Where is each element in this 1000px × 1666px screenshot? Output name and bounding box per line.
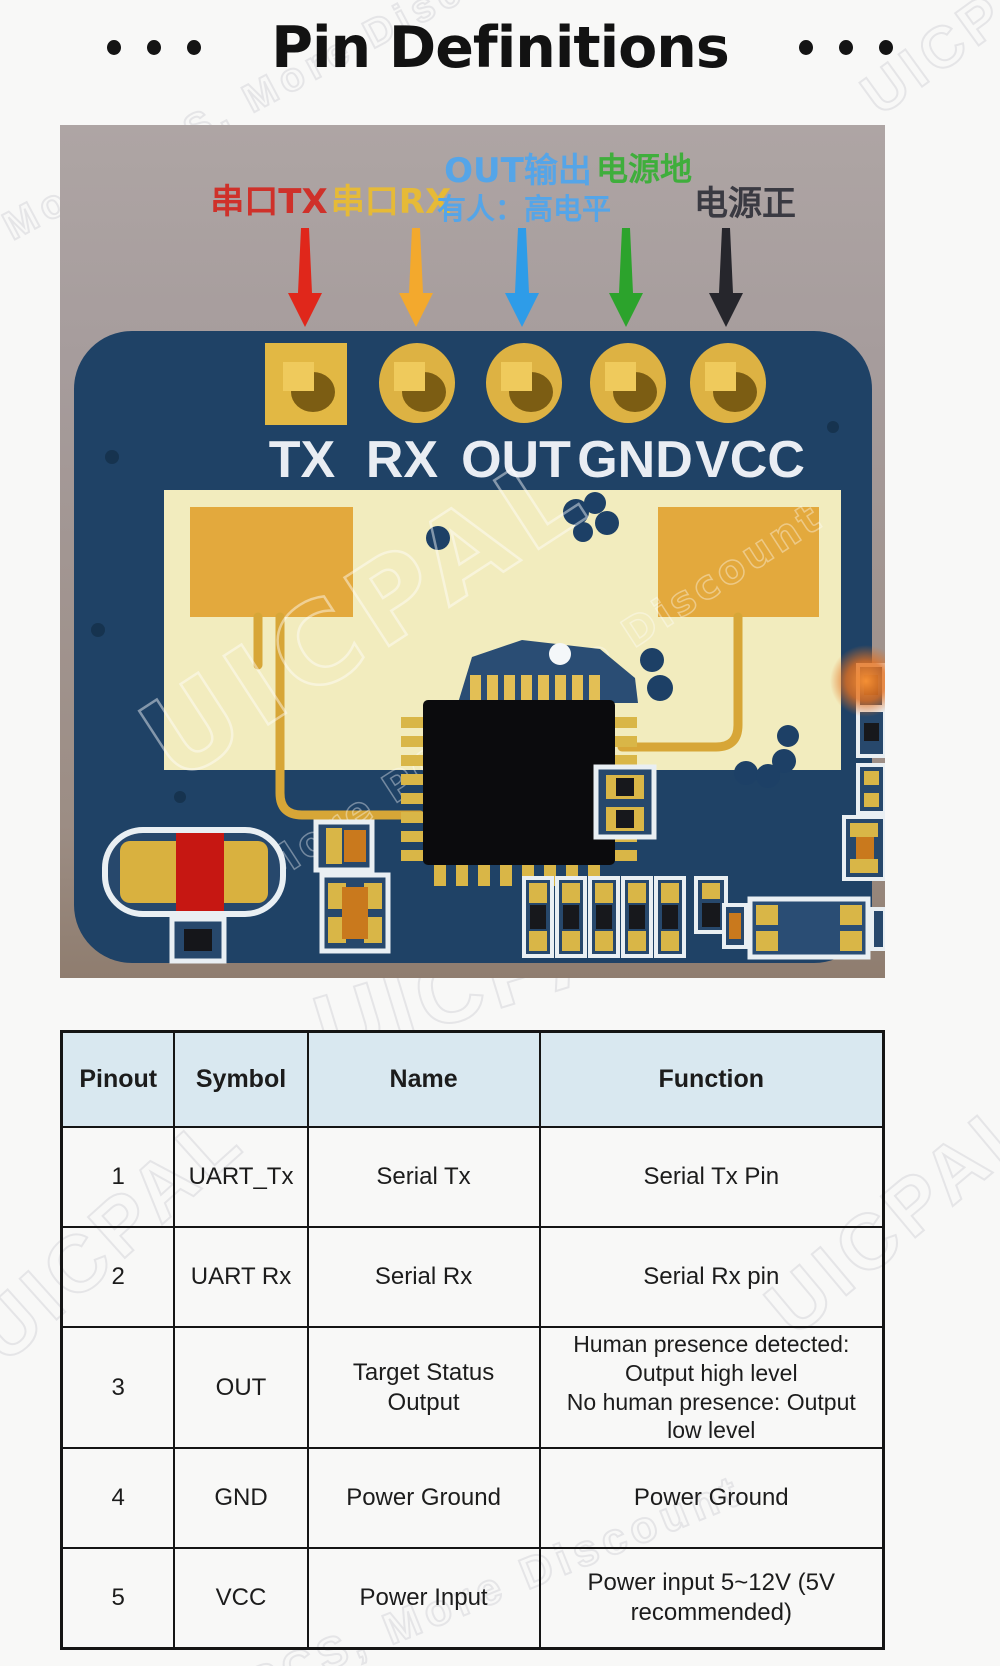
table-row: 4 GND Power Ground Power Ground — [60, 1447, 885, 1549]
annotation-serial-rx: 串口RX — [331, 182, 451, 222]
cell-pinout: 2 — [60, 1226, 176, 1328]
dot-icon — [147, 40, 162, 55]
led-glow — [830, 645, 885, 717]
pin-arrows — [288, 228, 743, 327]
cell-symbol: UART Rx — [173, 1226, 309, 1328]
crystal-component — [102, 827, 286, 964]
pad-rx — [379, 343, 455, 423]
cell-symbol: UART_Tx — [173, 1126, 309, 1228]
board-vias — [91, 421, 839, 803]
decorative-dots-right — [798, 40, 893, 55]
pin-label-vcc: VCC — [695, 431, 805, 489]
cell-name: Serial Tx — [306, 1126, 541, 1228]
cell-name: Serial Rx — [306, 1226, 541, 1328]
out-arrow-icon — [505, 228, 539, 327]
pin-label-tx: TX — [269, 431, 336, 489]
column-header-pinout: Pinout — [60, 1030, 176, 1128]
cell-function: Serial Rx pin — [538, 1226, 885, 1328]
table-row: 3 OUT Target Status Output Human presenc… — [60, 1326, 885, 1449]
fiducial-dot — [549, 643, 571, 665]
cell-name: Power Input — [306, 1547, 541, 1650]
cell-function: Power Ground — [538, 1447, 885, 1549]
column-header-symbol: Symbol — [173, 1030, 309, 1128]
via-clusters — [426, 492, 799, 788]
table-header-row: Pinout Symbol Name Function — [60, 1030, 885, 1128]
annotation-vcc: 电源正 — [694, 184, 796, 224]
pcb-photo-svg: 串口TX 串口RX OUT输出 有人：高电平 电源地 电源正 — [60, 125, 885, 978]
cell-name: Target Status Output — [306, 1326, 541, 1449]
table-row: 5 VCC Power Input Power input 5~12V (5V … — [60, 1547, 885, 1650]
cell-function: Human presence detected: Output high lev… — [538, 1326, 885, 1449]
pin-definitions-table: Pinout Symbol Name Function 1 UART_Tx Se… — [60, 1030, 885, 1650]
dot-icon — [798, 40, 813, 55]
pad-vcc — [690, 343, 766, 423]
annotation-gnd: 电源地 — [596, 150, 692, 188]
decorative-dots-left — [107, 40, 202, 55]
silkscreen-pin-labels: TX RX OUT GND VCC — [269, 431, 805, 489]
pad-out — [486, 343, 562, 423]
smd-dual-pad — [593, 764, 657, 840]
cell-pinout: 1 — [60, 1126, 176, 1228]
antenna-left — [190, 507, 353, 617]
right-edge-components — [842, 663, 885, 881]
dot-icon — [838, 40, 853, 55]
pin-table-wrapper: Pinout Symbol Name Function 1 UART_Tx Se… — [60, 1030, 885, 1650]
annotation-serial-tx: 串口TX — [210, 182, 327, 222]
page-title: Pin Definitions — [271, 14, 730, 81]
dot-icon — [878, 40, 893, 55]
cell-symbol: GND — [173, 1447, 309, 1549]
table-row: 2 UART Rx Serial Rx Serial Rx pin — [60, 1226, 885, 1328]
smd-row — [522, 876, 728, 958]
rf-traces — [253, 612, 743, 820]
cell-symbol: VCC — [173, 1547, 309, 1650]
pin-label-rx: RX — [366, 431, 439, 489]
cell-pinout: 5 — [60, 1547, 176, 1650]
cell-pinout: 3 — [60, 1326, 176, 1449]
annotation-out: OUT输出 — [444, 151, 592, 191]
table-row: 1 UART_Tx Serial Tx Serial Tx Pin — [60, 1126, 885, 1228]
tx-arrow-icon — [288, 228, 322, 327]
header-pads — [265, 343, 766, 425]
cell-function: Power input 5~12V (5V recommended) — [538, 1547, 885, 1650]
column-header-name: Name — [306, 1030, 541, 1128]
dot-icon — [107, 40, 122, 55]
pin-annotations: 串口TX 串口RX OUT输出 有人：高电平 电源地 电源正 — [210, 150, 796, 226]
cell-function: Serial Tx Pin — [538, 1126, 885, 1228]
vcc-arrow-icon — [709, 228, 743, 327]
cell-symbol: OUT — [173, 1326, 309, 1449]
crystal-right — [722, 896, 885, 960]
red-component — [176, 833, 224, 911]
gnd-arrow-icon — [609, 228, 643, 327]
pad-gnd — [590, 343, 666, 423]
cell-pinout: 4 — [60, 1447, 176, 1549]
pin-label-gnd: GND — [577, 431, 693, 489]
pin-label-out: OUT — [461, 431, 571, 489]
annotation-out-sub: 有人：高电平 — [437, 192, 611, 226]
dot-icon — [187, 40, 202, 55]
pcb-module-photo: 串口TX 串口RX OUT输出 有人：高电平 电源地 电源正 — [60, 125, 885, 978]
rx-arrow-icon — [399, 228, 433, 327]
cell-name: Power Ground — [306, 1447, 541, 1549]
column-header-function: Function — [538, 1030, 885, 1128]
antenna-right — [658, 507, 819, 617]
smd-inductor-pair — [313, 819, 391, 954]
mcu-body — [423, 700, 615, 865]
page-header: Pin Definitions — [0, 0, 1000, 95]
